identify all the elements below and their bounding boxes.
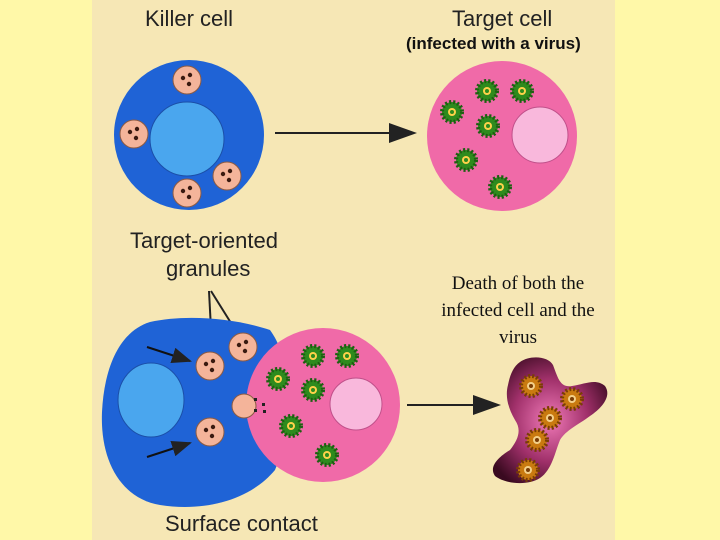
granule: [228, 332, 258, 362]
target-cell-subtitle: (infected with a virus): [406, 34, 581, 53]
granule: [172, 65, 202, 95]
target-nucleus-top: [511, 106, 569, 164]
granule: [231, 393, 257, 419]
killer-nucleus-bottom: [117, 362, 185, 438]
dead-cell-debris: [492, 357, 608, 484]
granules-label-line1: Target-oriented: [130, 228, 278, 253]
killer-cell-bottom: [101, 317, 289, 507]
killer-cell-top: [114, 60, 264, 210]
target-cell-label: Target cell: [452, 6, 553, 31]
granule: [195, 351, 225, 381]
death-caption-line1: Death of both the: [451, 273, 585, 294]
death-caption-line2: infected cell and the: [441, 300, 595, 321]
granule: [195, 417, 225, 447]
target-cell-bottom: [231, 328, 400, 482]
granules-label-line2: granules: [166, 256, 251, 281]
granule: [172, 178, 202, 208]
surface-contact-label: Surface contact: [165, 511, 318, 536]
killer-nucleus-top: [149, 101, 225, 177]
killer-cell-label: Killer cell: [145, 6, 234, 31]
death-caption-line3: virus: [499, 327, 537, 348]
granule: [212, 161, 242, 191]
granule: [119, 119, 149, 149]
target-cell-top: [427, 61, 577, 211]
target-nucleus-bottom: [329, 377, 383, 431]
death-caption: Death of both the infected cell and the …: [418, 270, 618, 351]
